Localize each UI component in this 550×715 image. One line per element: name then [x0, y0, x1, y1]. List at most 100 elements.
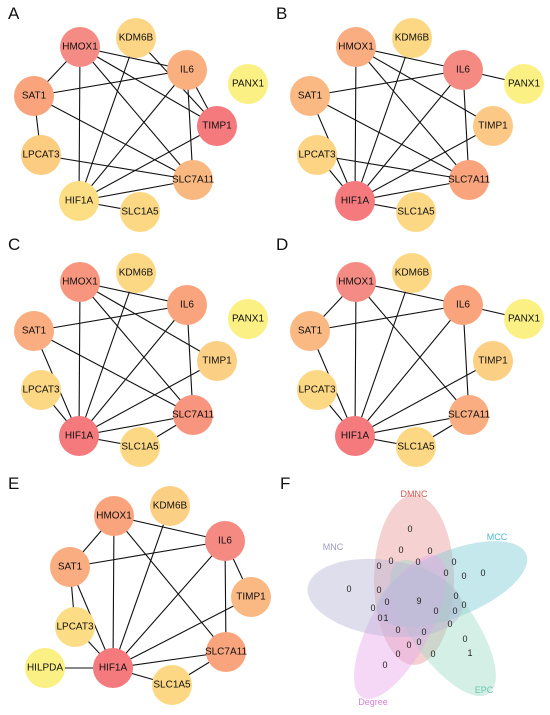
edge-timp1-hif1a	[354, 360, 494, 437]
network-panel-A: AHMOX1KDM6BIL6PANX1SAT1TIMP1LPCAT3HIF1AS…	[8, 4, 268, 232]
node-sat1	[14, 311, 54, 351]
node-label-slc7a11: SLC7A11	[448, 410, 491, 421]
venn-ellipse-dmnc	[374, 495, 454, 665]
node-il6	[167, 50, 207, 90]
edge-hmox1-slc7a11	[79, 281, 194, 416]
venn-region-count: 9	[416, 596, 421, 606]
venn-region-count: 0	[447, 619, 452, 629]
venn-region-count: 1	[467, 648, 472, 658]
node-label-slc1a5: SLC1A5	[397, 442, 435, 453]
network-panel-C: CHMOX1KDM6BIL6PANX1SAT1TIMP1LPCAT3HIF1AS…	[8, 235, 268, 467]
edge-sat1-slc7a11	[33, 95, 194, 181]
node-label-il6: IL6	[456, 300, 470, 311]
node-label-slc7a11: SLC7A11	[448, 175, 491, 186]
venn-region-count: 0	[395, 649, 400, 659]
node-sat1	[290, 311, 330, 351]
node-slc1a5	[152, 665, 192, 705]
node-label-hilpda: HILPDA	[27, 663, 63, 674]
venn-ellipse-epc	[390, 559, 496, 697]
node-kdm6b	[392, 253, 432, 293]
edge-timp1-hif1a	[78, 360, 218, 437]
edge-il6-sat1	[33, 69, 188, 97]
node-sat1	[14, 76, 54, 116]
node-timp1	[473, 106, 513, 146]
venn-region-count: 0	[376, 585, 381, 595]
edge-hmox1-slc7a11	[355, 281, 470, 416]
edge-il6-hif1a	[354, 69, 464, 202]
node-label-slc7a11: SLC7A11	[172, 410, 215, 421]
node-label-il6: IL6	[456, 65, 470, 76]
edge-hmox1-hif1a	[354, 281, 357, 437]
node-label-panx1: PANX1	[508, 79, 540, 90]
node-il6	[443, 50, 483, 90]
venn-region-count: 0	[480, 568, 485, 578]
node-kdm6b	[392, 18, 432, 58]
node-label-sat1: SAT1	[58, 562, 83, 573]
venn-region-count: 0	[443, 568, 448, 578]
node-sat1	[290, 76, 330, 116]
node-slc1a5	[120, 427, 160, 467]
network-panel-B: BHMOX1KDM6BIL6PANX1SAT1TIMP1LPCAT3HIF1AS…	[276, 4, 544, 232]
node-hmox1	[94, 496, 134, 536]
node-lpcat3	[55, 607, 95, 647]
node-slc7a11	[449, 160, 489, 200]
venn-ellipse-mcc	[376, 541, 528, 627]
edge-timp1-hif1a	[78, 125, 218, 202]
venn-region-count: 0	[398, 545, 403, 555]
venn-region-count: 0	[461, 571, 466, 581]
edge-hmox1-timp1	[355, 46, 494, 127]
edge-il6-hif1a	[112, 540, 226, 669]
venn-region-count: 0	[453, 591, 458, 601]
edge-sat1-slc7a11	[309, 95, 470, 181]
set-label-degree: Degree	[358, 697, 388, 707]
node-label-timp1: TIMP1	[202, 356, 232, 367]
venn-region-count: 0	[395, 625, 400, 635]
node-label-sat1: SAT1	[22, 91, 47, 102]
node-label-panx1: PANX1	[232, 314, 264, 325]
node-label-lpcat3: LPCAT3	[298, 150, 335, 161]
edge-il6-hif1a	[78, 69, 188, 202]
venn-region-count: 0	[406, 640, 411, 650]
set-label-mnc: MNC	[323, 542, 344, 552]
node-il6	[443, 285, 483, 325]
set-label-mcc: MCC	[487, 532, 508, 542]
venn-region-count: 0	[377, 613, 382, 623]
node-kdm6b	[116, 18, 156, 58]
node-label-hif1a: HIF1A	[65, 431, 94, 442]
node-slc7a11	[206, 632, 246, 672]
panel-label-E: E	[8, 474, 19, 493]
node-label-kdm6b: KDM6B	[395, 33, 430, 44]
node-label-hif1a: HIF1A	[65, 196, 94, 207]
node-hmox1	[60, 27, 100, 67]
node-label-lpcat3: LPCAT3	[22, 385, 59, 396]
node-hif1a	[59, 181, 99, 221]
edge-kdm6b-hif1a	[354, 37, 413, 202]
node-label-slc7a11: SLC7A11	[205, 647, 248, 658]
node-label-kdm6b: KDM6B	[153, 501, 188, 512]
node-panx1	[504, 299, 544, 339]
node-label-il6: IL6	[218, 536, 232, 547]
node-label-hif1a: HIF1A	[341, 196, 370, 207]
node-label-lpcat3: LPCAT3	[56, 622, 93, 633]
node-hif1a	[59, 416, 99, 456]
node-hmox1	[336, 262, 376, 302]
edge-timp1-hif1a	[354, 125, 494, 202]
venn-region-count: 0	[415, 557, 420, 567]
node-label-sat1: SAT1	[22, 326, 47, 337]
venn-region-count: 1	[383, 613, 388, 623]
node-label-hif1a: HIF1A	[341, 431, 370, 442]
panel-label-A: A	[8, 4, 20, 23]
node-lpcat3	[21, 370, 61, 410]
node-hif1a	[335, 416, 375, 456]
node-slc7a11	[449, 395, 489, 435]
node-lpcat3	[21, 135, 61, 175]
venn-region-count: 0	[376, 561, 381, 571]
node-label-kdm6b: KDM6B	[119, 33, 154, 44]
edge-hmox1-slc7a11	[113, 515, 227, 653]
node-panx1	[228, 64, 268, 104]
node-panx1	[504, 64, 544, 104]
edge-lpcat3-slc7a11	[316, 154, 470, 181]
